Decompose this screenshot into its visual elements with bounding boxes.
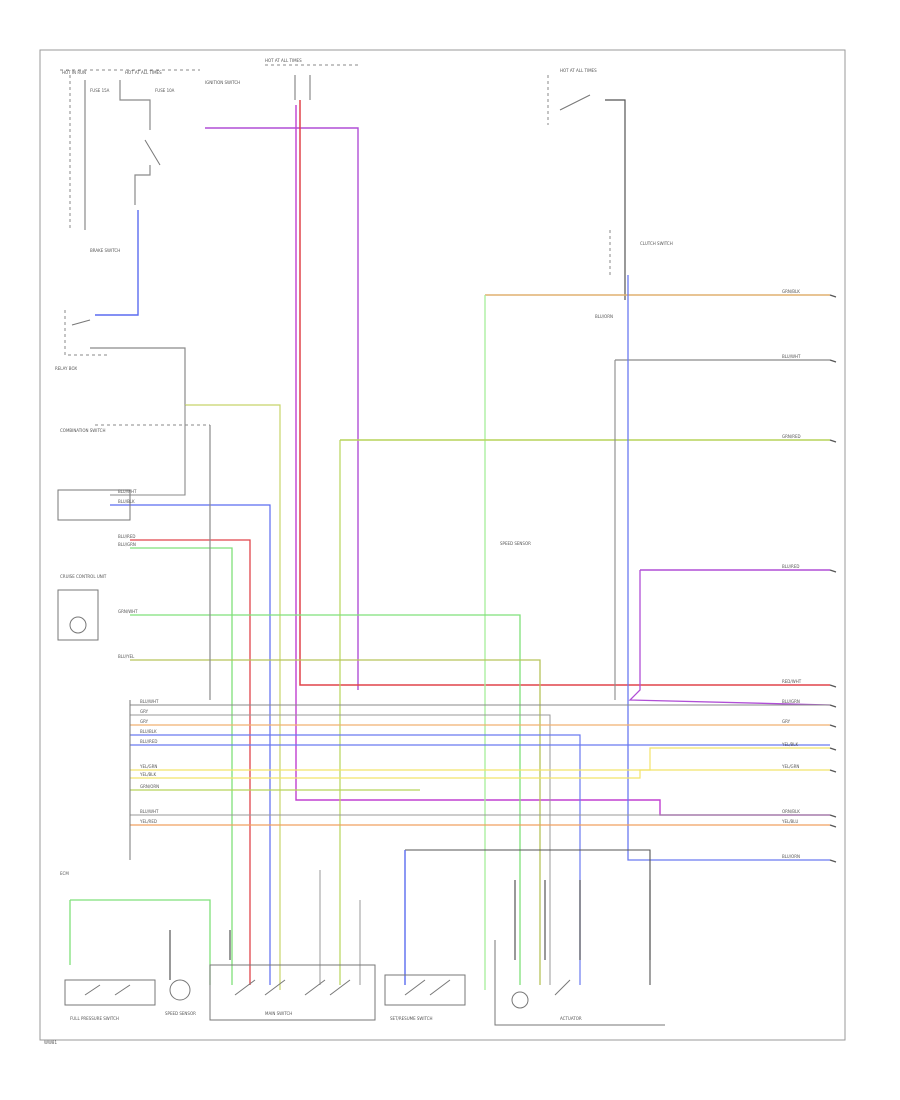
left-label-4: GRN/WHT [118,609,138,614]
left-label-11: YEL/GRN [139,764,157,769]
bottom-components: FULL PRESSURE SWITCH SPEED SENSOR MAIN S… [44,541,665,1045]
wire-green-bottom [70,899,211,985]
hot-at-all-times-label: HOT AT ALL TIMES [125,70,162,75]
hot-at-all-times-3-label: HOT AT ALL TIMES [560,68,597,73]
left-label-8: GRY [140,719,149,724]
wire-gray-ccu [110,405,186,496]
right-label-9: ORN/BLK [782,809,800,814]
actuator-label: ACTUATOR [560,1016,582,1021]
wire-row-7 [130,769,830,779]
diagram-border [39,49,846,1041]
left-label-2: BLU/RED [118,534,135,539]
wire-violet-top [205,127,359,690]
ignition-switch-label: IGNITION SWITCH [205,80,240,85]
right-label-4: RED/WHT [782,679,802,684]
right-edge-ticks [829,294,837,863]
wire-red-main [299,100,830,686]
top-left-power-section: HOT IN RUN HOT AT ALL TIMES FUSE 15A FUS… [60,69,240,253]
wire-green-ccu [130,547,233,985]
right-label-6: GRY [782,719,791,724]
wire-green-speed [130,614,521,985]
wire-violet-right-2 [628,570,831,706]
wire-set-resume-black [405,849,651,985]
speed-sensor-top-label: SPEED SENSOR [500,541,531,546]
left-label-3: BLU/GRN [118,542,136,547]
right-label-7: YEL/BLK [781,742,799,747]
wire-row-2 [130,714,551,985]
left-label-14: BLU/WHT [140,809,159,814]
footer-code: WW81 [44,1040,57,1045]
wire-row-4 [130,734,581,985]
right-label-11: BLU/ORN [782,854,800,859]
full-pressure-switch-label: FULL PRESSURE SWITCH [70,1016,119,1021]
cruise-control-unit-label: CRUISE CONTROL UNIT [60,574,107,579]
cruise-control-unit-block: CRUISE CONTROL UNIT COMBINATION SWITCH E… [57,424,211,876]
fuse-15a-label: FUSE 15A [90,88,110,93]
left-label-12: YEL/BLK [139,772,157,777]
wire-red-ccu [130,539,251,985]
left-label-15: YEL/RED [139,819,157,824]
left-label-10: BLU/RED [140,739,157,744]
right-label-5: BLU/GRN [782,699,800,704]
left-label-1: BLU/BLK [118,499,135,504]
relay-box: RELAY BOX [55,310,186,405]
wire-blue-brake [95,210,139,316]
right-label-8: YEL/GRN [781,764,799,769]
clutch-switch-section: HOT AT ALL TIMES CLUTCH SWITCH BLU/ORN [547,68,673,319]
left-wire-labels: BLU/WHT BLU/BLK BLU/RED BLU/GRN GRN/WHT … [118,489,159,824]
right-label-2: GRN/RED [782,434,801,439]
brake-switch-label: BRAKE SWITCH [90,248,120,253]
ecm-label: ECM [60,871,69,876]
wire-violet-main [295,105,830,816]
wire-blue-right [627,275,830,861]
left-label-5: BLU/YEL [118,654,135,659]
right-label-1: BLU/WHT [782,354,801,359]
blu-ora-label: BLU/ORN [595,314,613,319]
right-label-3: BLU/RED [782,564,799,569]
top-center-fuses: HOT AT ALL TIMES [265,58,360,100]
fuse-10a-label: FUSE 10A [155,88,175,93]
hot-at-all-times-2-label: HOT AT ALL TIMES [265,58,302,63]
speed-sensor-label: SPEED SENSOR [165,1011,196,1016]
relay-box-label: RELAY BOX [55,366,77,371]
right-label-0: GRN/BLK [782,289,800,294]
left-label-13: GRN/ORN [140,784,159,789]
left-label-6: BLU/WHT [140,699,159,704]
left-label-0: BLU/WHT [118,489,137,494]
combination-switch-label: COMBINATION SWITCH [60,428,105,433]
left-label-7: GRY [140,709,149,714]
hot-in-run-label: HOT IN RUN [62,70,86,75]
wire-yellowgreen-relay [185,404,281,990]
left-label-9: BLU/BLK [140,729,157,734]
wire-olive-speed [130,659,541,985]
set-resume-switch-label: SET/RESUME SWITCH [390,1016,433,1021]
right-label-10: YEL/BLU [781,819,798,824]
right-wire-labels: GRN/BLK BLU/WHT GRN/RED BLU/RED RED/WHT … [781,289,802,859]
wire-row-6 [130,747,830,771]
main-switch-label: MAIN SWITCH [265,1011,292,1016]
wires [69,100,831,990]
clutch-switch-label: CLUTCH SWITCH [640,241,673,246]
